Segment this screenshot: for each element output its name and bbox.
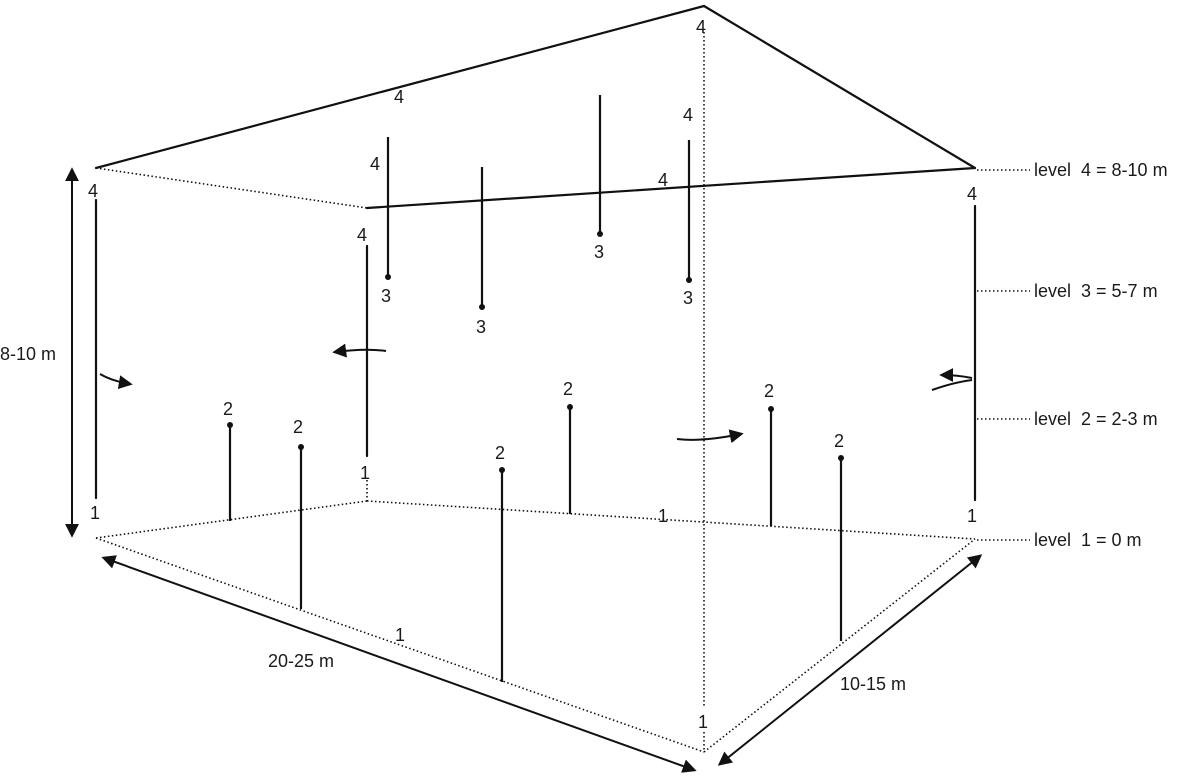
corner-label-4: 4 [394, 87, 404, 107]
sensor-label-2: 2 [563, 379, 573, 399]
sensor-point [567, 404, 573, 410]
airflow-arrow-right-wall [931, 379, 973, 391]
corner-label-1: 1 [658, 506, 668, 526]
roof-edge-right [702, 4, 977, 170]
length-dimension-label: 20-25 m [268, 651, 334, 671]
airflow-arrow-left-wall [99, 373, 133, 390]
corner-label-1: 1 [395, 625, 405, 645]
sensor-label-3: 3 [594, 242, 604, 262]
roof-edge-left-back [95, 167, 368, 209]
floor-edge-back [366, 500, 976, 540]
sensor-top-label-4: 4 [683, 105, 693, 125]
sensor-point [227, 422, 233, 428]
width-dimension-label: 10-15 m [840, 674, 906, 694]
roof-edge-back [365, 166, 977, 210]
floor-edge-right [703, 538, 976, 753]
sensor-label-2: 2 [293, 417, 303, 437]
sensor-point [385, 274, 391, 280]
level-2-label: level 2 = 2-3 m [1034, 409, 1158, 429]
sensor-label-3: 3 [683, 288, 693, 308]
airflow-arrow-right-wall-head [939, 368, 973, 383]
sensor-label-3: 3 [381, 286, 391, 306]
level-1-label: level 1 = 0 m [1034, 530, 1142, 550]
length-dimension-arrow [101, 555, 697, 773]
floor-edge-left [95, 500, 368, 539]
sensor-label-3: 3 [476, 317, 486, 337]
sensor-point [838, 455, 844, 461]
sensor-point [499, 467, 505, 473]
corner-label-1: 1 [698, 712, 708, 732]
floor-edge-front [95, 537, 705, 753]
sensor-label-2: 2 [764, 381, 774, 401]
level-3-label: level 3 = 5-7 m [1034, 281, 1158, 301]
height-dimension-label: 8-10 m [0, 344, 56, 364]
corner-label-4: 4 [88, 181, 98, 201]
sensor-point [768, 406, 774, 412]
corner-label-1: 1 [360, 463, 370, 483]
sensor-point [298, 444, 304, 450]
corner-label-4: 4 [696, 17, 706, 37]
corner-label-1: 1 [90, 503, 100, 523]
airflow-arrow-center [676, 429, 744, 444]
sensor-label-2: 2 [223, 399, 233, 419]
corner-label-4: 4 [967, 184, 977, 204]
corner-label-4: 4 [658, 170, 668, 190]
sensor-top-label-4: 4 [370, 154, 380, 174]
airflow-arrow-back-wall [332, 343, 387, 358]
level-4-label: level 4 = 8-10 m [1034, 160, 1168, 180]
corner-label-1: 1 [967, 506, 977, 526]
corner-label-4: 4 [357, 225, 367, 245]
sensor-point [479, 304, 485, 310]
sensor-label-2: 2 [495, 443, 505, 463]
roof-edge-left [94, 4, 706, 170]
sensor-label-2: 2 [834, 431, 844, 451]
width-dimension-arrow [717, 554, 983, 766]
sensor-point [597, 231, 603, 237]
sensor-point [686, 277, 692, 283]
